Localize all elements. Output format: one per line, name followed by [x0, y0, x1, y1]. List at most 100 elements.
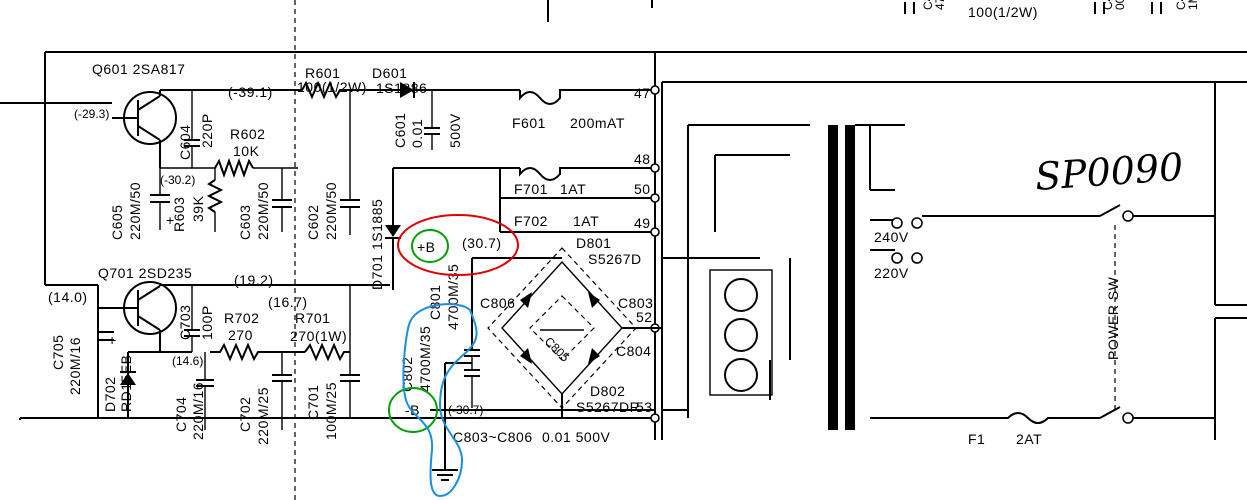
- c805-label: C805: [542, 334, 572, 364]
- f701-value: 1AT: [560, 181, 586, 197]
- f601-label: F601: [512, 115, 546, 131]
- bridge-rectifier: C805 D801 S5267D D802 S5267DR C803 C804 …: [399, 235, 662, 481]
- c601-value: 0.01: [409, 119, 425, 148]
- r603-value: 39K: [190, 195, 206, 222]
- voltage-v4: (19.2): [234, 272, 274, 288]
- blue-annotation-path: [402, 303, 478, 498]
- node-47: 47: [634, 85, 651, 101]
- d701-fuse-section: D701 1S1885 F701 1AT F702 1AT: [369, 167, 655, 290]
- c4-label-d: 002: [1113, 0, 1127, 10]
- c804-label: C804: [616, 343, 651, 359]
- q701-section: Q701 2SD235 (19.2) (14.0) (14.6) (16.7) …: [48, 265, 390, 445]
- plus-b-label: +B: [417, 239, 436, 255]
- frame: [19, 0, 1247, 500]
- voltage-v7: (16.7): [268, 294, 308, 310]
- d702-label: D702: [102, 377, 118, 412]
- r701-label: R701: [295, 310, 330, 326]
- d702-value: RD15EB: [118, 355, 134, 412]
- c801-value: 4700M/35: [445, 264, 461, 330]
- c702-label: C702: [237, 397, 253, 432]
- c803-c806-label: C803~C806: [453, 429, 533, 445]
- d601-value: 1S1886: [376, 80, 427, 96]
- power-sw-label: POWER SW: [1105, 276, 1121, 360]
- d701-value: 1S1885: [369, 199, 385, 250]
- voltage-v3: (-30.2): [160, 173, 195, 187]
- q601-section: Q601 2SA817 (-29.3) (-39.1) C604 220P R6…: [0, 61, 655, 240]
- c701-label: C701: [305, 385, 321, 420]
- c702-value: 220M/25: [255, 387, 271, 445]
- c4-label-a: C4: [921, 0, 935, 10]
- r601-label: R601: [305, 65, 340, 81]
- d802-value: S5267DR: [576, 399, 640, 415]
- c705-plus: +: [108, 332, 117, 348]
- d801-value: S5267D: [588, 251, 642, 267]
- d701-label: D701: [369, 255, 385, 290]
- voltage-v1: (-29.3): [74, 107, 109, 121]
- voltage-v5: (14.0): [48, 289, 88, 305]
- c801-label: C801: [427, 285, 443, 320]
- c601-label: C601: [392, 113, 408, 148]
- voltage-240v: 240V: [874, 229, 909, 245]
- q601-label: Q601 2SA817: [92, 61, 185, 77]
- c806-label: C806: [480, 295, 515, 311]
- colored-annotations: [388, 214, 519, 498]
- green-annotation-plus: [411, 229, 449, 263]
- c605-plus: +: [166, 212, 175, 228]
- r602-label: R602: [230, 126, 265, 142]
- node-49: 49: [634, 215, 651, 231]
- voltage-v8: (30.7): [462, 235, 502, 251]
- c703-label: C703: [177, 305, 193, 340]
- c701-value: 100M/25: [323, 382, 339, 440]
- r603-label: R603: [171, 197, 187, 232]
- c4-label-c: C4: [1101, 0, 1115, 10]
- c604-value: 220P: [199, 113, 215, 148]
- c703-value: 100P: [199, 305, 215, 340]
- c601-voltage: 500V: [447, 113, 463, 148]
- voltage-v6: (14.6): [172, 354, 203, 368]
- red-annotation-circle: [397, 214, 519, 276]
- green-annotation-minus: [388, 387, 438, 433]
- c4-label-e: C4: [1174, 0, 1188, 10]
- d801-label: D801: [576, 235, 611, 251]
- f702-label: F702: [514, 213, 548, 229]
- f1-value: 2AT: [1016, 431, 1042, 447]
- top-fragment: 100(1/2W) C4 47N C4 002 C4 1M/: [547, 0, 1200, 22]
- c4-label-f: 1M/: [1186, 0, 1200, 10]
- c704-value: 220M/16: [190, 382, 206, 440]
- c704-label: C704: [173, 397, 189, 432]
- top-resistor-label: 100(1/2W): [968, 4, 1038, 20]
- q701-label: Q701 2SD235: [98, 265, 192, 281]
- c602-value: 220M/50: [323, 182, 339, 240]
- f701-label: F701: [514, 181, 548, 197]
- c4-label-b: 47N: [933, 0, 947, 10]
- c602-label: C602: [305, 205, 321, 240]
- c705-value: 220M/16: [67, 337, 83, 395]
- c603-value: 220M/50: [255, 182, 271, 240]
- voltage-v2: (-39.1): [228, 84, 273, 100]
- r702-label: R702: [224, 310, 259, 326]
- r702-value: 270: [228, 327, 253, 343]
- r701-value: 270(1W): [290, 328, 347, 344]
- node-52: 52: [636, 309, 653, 325]
- r601-value: 100(1/2W): [297, 79, 367, 95]
- d802-label: D802: [590, 383, 625, 399]
- c802-value: 4700M/35: [417, 326, 433, 392]
- c705-label: C705: [50, 335, 66, 370]
- c803-label: C803: [618, 295, 653, 311]
- c605-value: 220M/50: [127, 182, 143, 240]
- c604-label: C604: [177, 125, 193, 160]
- voltage-220v: 220V: [874, 265, 909, 281]
- handwritten-title: SP0090: [1034, 145, 1185, 199]
- c605-label: C605: [109, 205, 125, 240]
- f1-label: F1: [968, 431, 985, 447]
- r602-value: 10K: [233, 143, 260, 159]
- transformer: 240V 220V POWER SW F1 2AT: [662, 124, 1215, 447]
- node-48: 48: [634, 151, 651, 167]
- f601-value: 200mAT: [570, 115, 625, 131]
- f702-value: 1AT: [573, 213, 599, 229]
- d601-label: D601: [372, 65, 407, 81]
- c803-c806-value: 0.01 500V: [542, 429, 610, 445]
- node-50: 50: [634, 181, 651, 197]
- c603-label: C603: [237, 205, 253, 240]
